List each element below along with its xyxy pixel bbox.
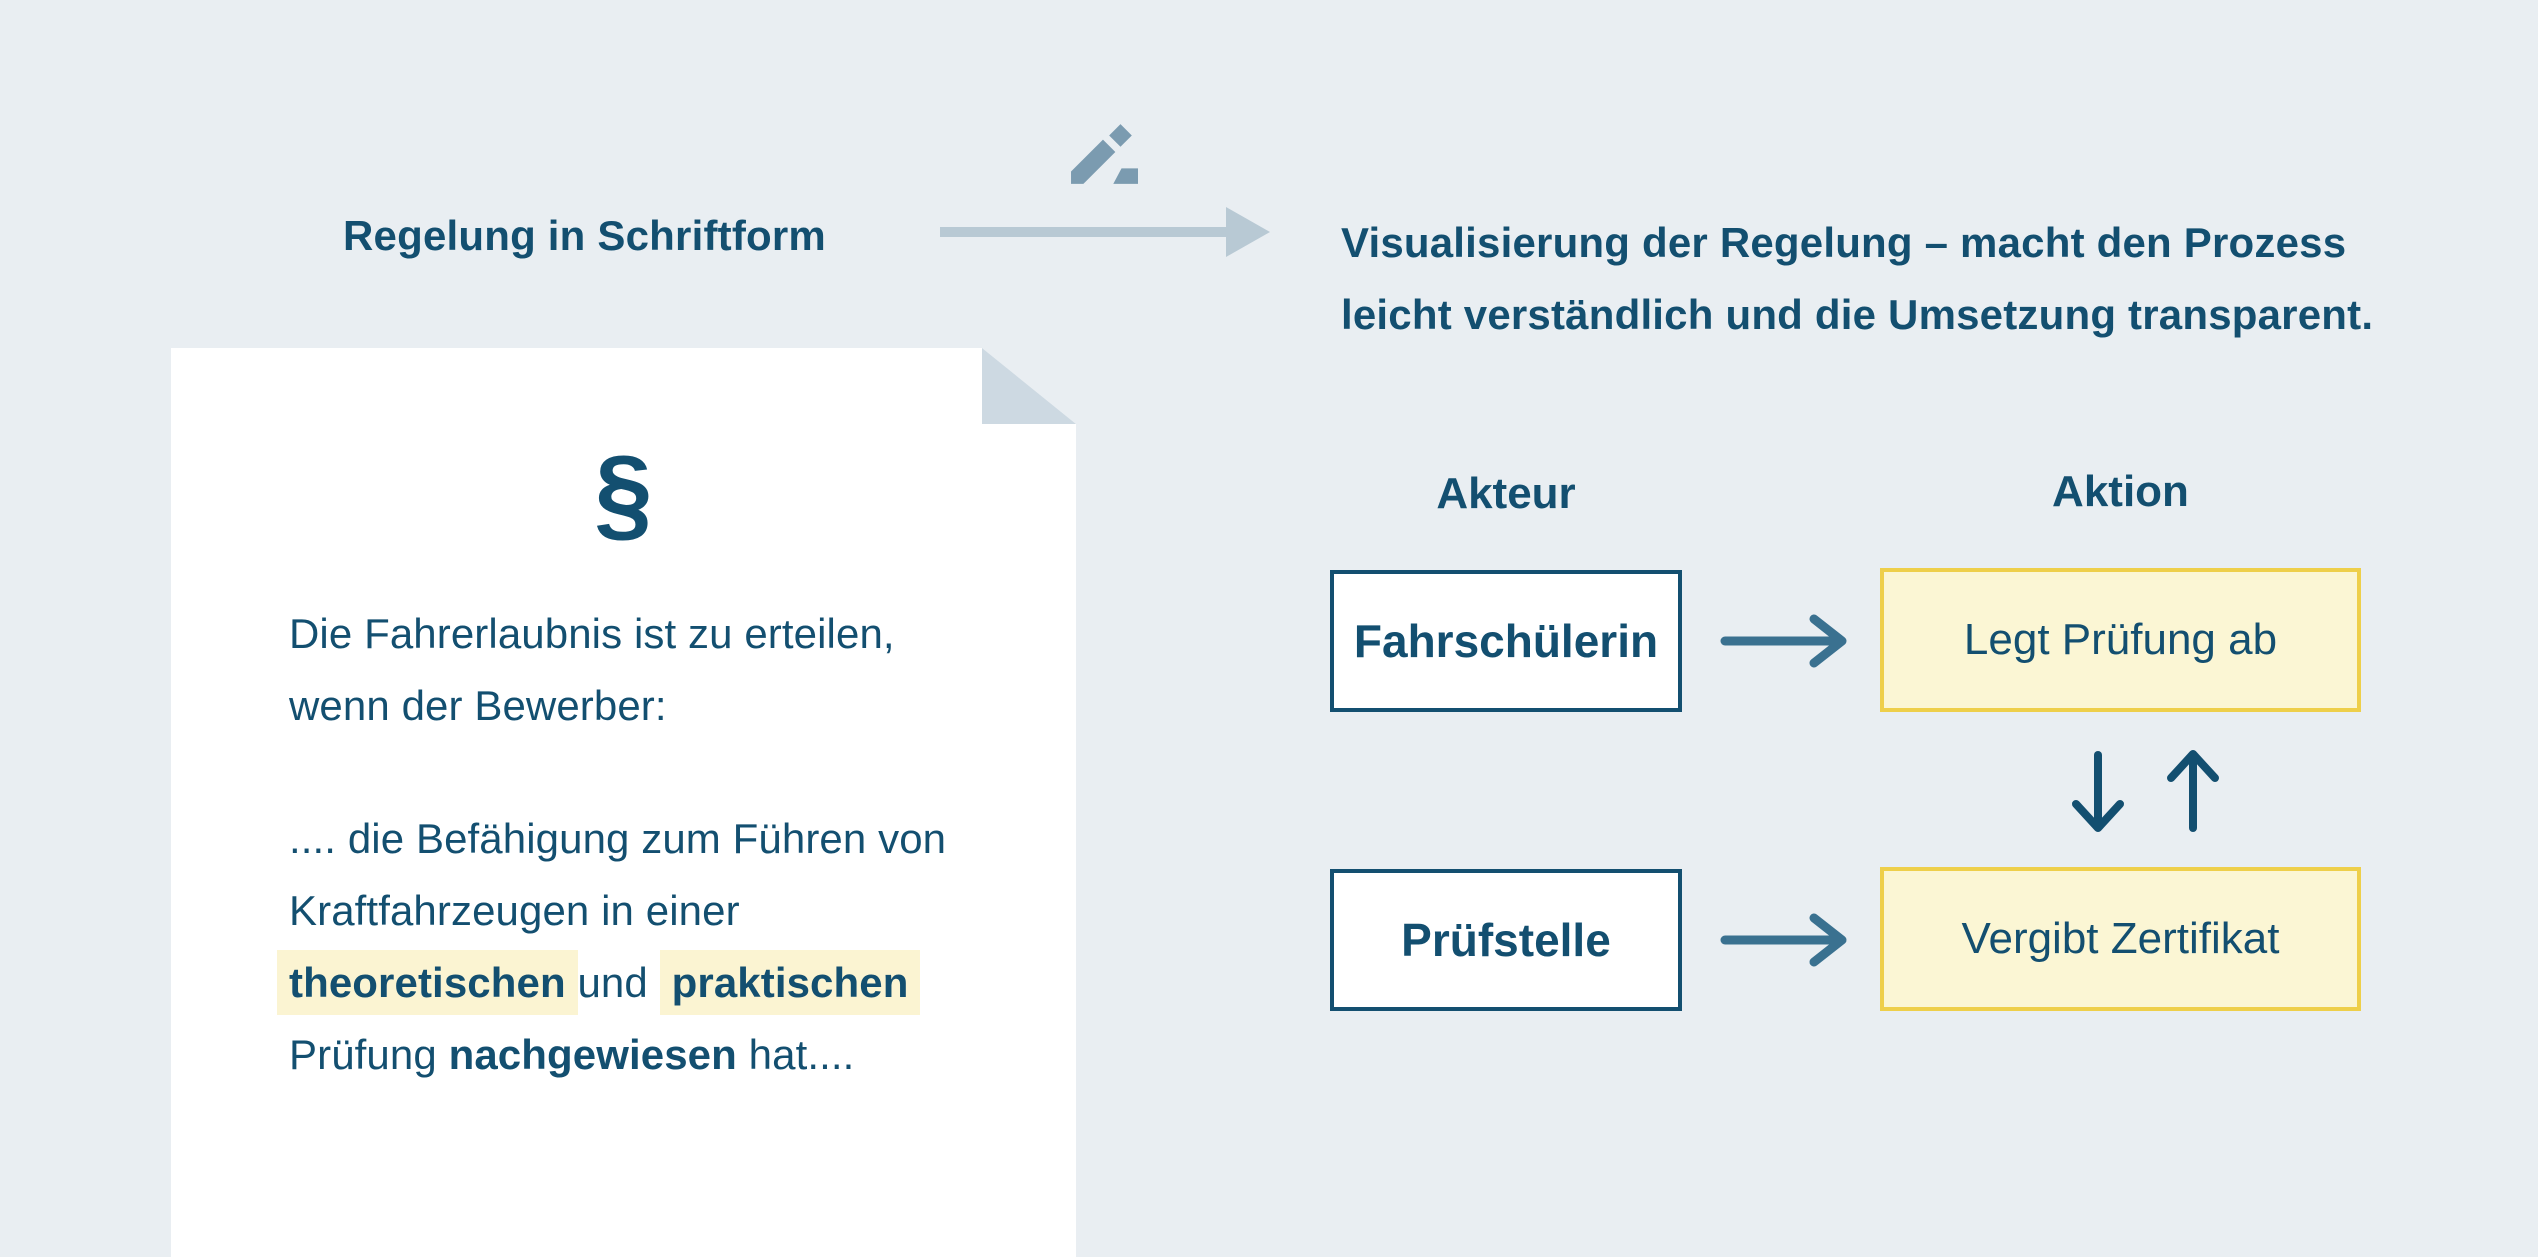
arrow-down-icon <box>2072 751 2124 832</box>
actor-box-label: Fahrschülerin <box>1353 615 1659 667</box>
action-box-legt-pruefung-ab: Legt Prüfung ab <box>1880 568 2361 712</box>
column-header-aktion: Aktion <box>2052 467 2189 516</box>
arrow-up-icon <box>2167 750 2219 832</box>
exchange-arrows <box>2065 744 2230 839</box>
highlighted-word-theoretischen: theoretischen <box>277 950 578 1015</box>
paper-corner-fold <box>982 348 1076 424</box>
document-p2-line4: Prüfung nachgewiesen hat.... <box>289 1019 1009 1091</box>
paragraph-sign: § <box>594 435 653 552</box>
document-p1-line1: Die Fahrerlaubnis ist zu erteilen, <box>289 610 895 657</box>
written-regulation-label: Regelung in Schriftform <box>343 212 826 259</box>
action-box-vergibt-zertifikat: Vergibt Zertifikat <box>1880 867 2361 1011</box>
visualization-description-line2: leicht verständlich und die Umsetzung tr… <box>1341 291 2374 338</box>
document-p2-line2: Kraftfahrzeugen in einer <box>289 887 740 934</box>
document-p2-line1: .... die Befähigung zum Führen von <box>289 815 947 862</box>
arrow-right-icon <box>1712 910 1852 970</box>
connector-text: und <box>565 959 660 1006</box>
visualization-description: Visualisierung der Regelung – macht den … <box>1341 207 2481 351</box>
document-p1-line2: wenn der Bewerber: <box>289 682 667 729</box>
actor-box-fahrschuelerin: Fahrschülerin <box>1330 570 1682 712</box>
arrow-right-icon <box>1712 611 1852 671</box>
transformation-arrow-icon <box>940 204 1270 260</box>
bold-word-nachgewiesen: nachgewiesen <box>448 1031 737 1078</box>
visualization-description-line1: Visualisierung der Regelung – macht den … <box>1341 219 2347 266</box>
actor-box-label: Prüfstelle <box>1401 914 1611 966</box>
action-box-label: Vergibt Zertifikat <box>1961 914 2280 963</box>
pencil-edit-icon <box>1070 123 1138 185</box>
p2-line4-end: hat.... <box>736 1031 855 1078</box>
document-paragraph-1: Die Fahrerlaubnis ist zu erteilen, wenn … <box>289 598 1009 742</box>
actor-box-pruefstelle: Prüfstelle <box>1330 869 1682 1011</box>
action-box-label: Legt Prüfung ab <box>1963 615 2278 664</box>
document-p2-line3: theoretischen und praktischen <box>277 947 1009 1019</box>
highlighted-word-praktischen: praktischen <box>659 950 921 1015</box>
p2-line4-start: Prüfung <box>289 1031 449 1078</box>
document-paragraph-2: .... die Befähigung zum Führen von Kraft… <box>277 803 1009 1091</box>
column-header-akteur: Akteur <box>1436 469 1576 518</box>
regulation-document <box>171 348 1076 1257</box>
